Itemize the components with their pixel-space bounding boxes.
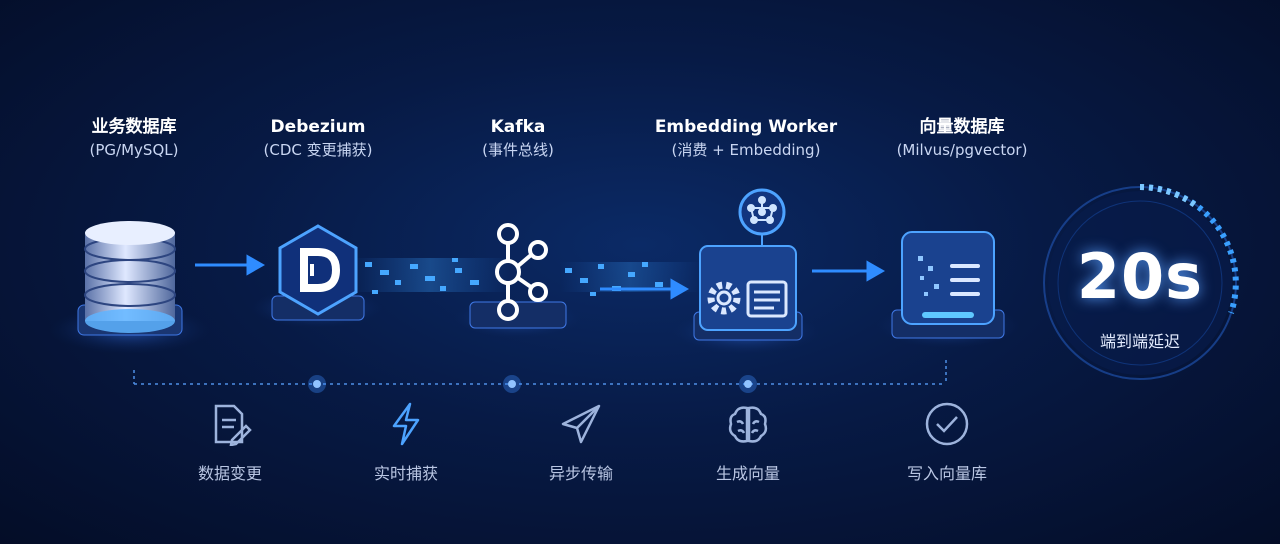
step-realtime-capture: 实时捕获 (326, 402, 486, 484)
stage-title: Embedding Worker (654, 117, 838, 137)
stage-subtitle: (CDC 变更捕获) (263, 141, 373, 159)
stage-subtitle: (PG/MySQL) (89, 141, 179, 159)
latency-gauge: 20s 端到端延迟 (1035, 178, 1245, 388)
flow-band (350, 258, 510, 292)
kafka-logo-icon (469, 223, 567, 329)
gauge-ring (1043, 184, 1239, 380)
check-circle-icon (925, 402, 969, 446)
stage-title: Debezium (270, 117, 366, 137)
stage-label-business-db: 业务数据库 (PG/MySQL) (24, 116, 244, 162)
database-icon (77, 221, 183, 336)
latency-caption: 端到端延迟 (1099, 332, 1180, 351)
step-generate-vector: 生成向量 (668, 402, 828, 484)
stage-label-vector-db: 向量数据库 (Milvus/pgvector) (852, 116, 1072, 162)
step-label: 写入向量库 (906, 464, 987, 483)
stage-label-debezium: Debezium (CDC 变更捕获) (208, 116, 428, 162)
latency-value: 20s (1076, 240, 1204, 313)
document-edit-icon (214, 404, 252, 446)
stage-title: 向量数据库 (919, 117, 1005, 137)
step-data-change: 数据变更 (150, 402, 310, 484)
step-async-transfer: 异步传输 (501, 402, 661, 484)
vector-db-icon (891, 231, 1005, 339)
timeline-nodes (313, 380, 752, 388)
brain-icon (728, 406, 768, 443)
paper-plane-icon (561, 404, 601, 444)
stage-subtitle: (Milvus/pgvector) (896, 141, 1028, 159)
stage-title: 业务数据库 (91, 117, 177, 137)
stage-label-kafka: Kafka (事件总线) (408, 116, 628, 162)
stage-subtitle: (消费 + Embedding) (671, 141, 821, 159)
stage-subtitle: (事件总线) (482, 141, 554, 159)
gear-worker-icon (693, 188, 803, 341)
lightning-icon (392, 402, 420, 446)
step-label: 异步传输 (548, 464, 613, 483)
step-label: 生成向量 (715, 464, 780, 483)
step-write-vector-db: 写入向量库 (867, 402, 1027, 484)
debezium-logo-icon (271, 224, 365, 321)
step-label: 数据变更 (197, 464, 262, 483)
stage-title: Kafka (490, 117, 546, 137)
flow-arrows (195, 254, 886, 300)
step-label: 实时捕获 (373, 464, 438, 483)
stage-label-embedding-worker: Embedding Worker (消费 + Embedding) (636, 116, 856, 162)
flow-particles (365, 258, 663, 296)
